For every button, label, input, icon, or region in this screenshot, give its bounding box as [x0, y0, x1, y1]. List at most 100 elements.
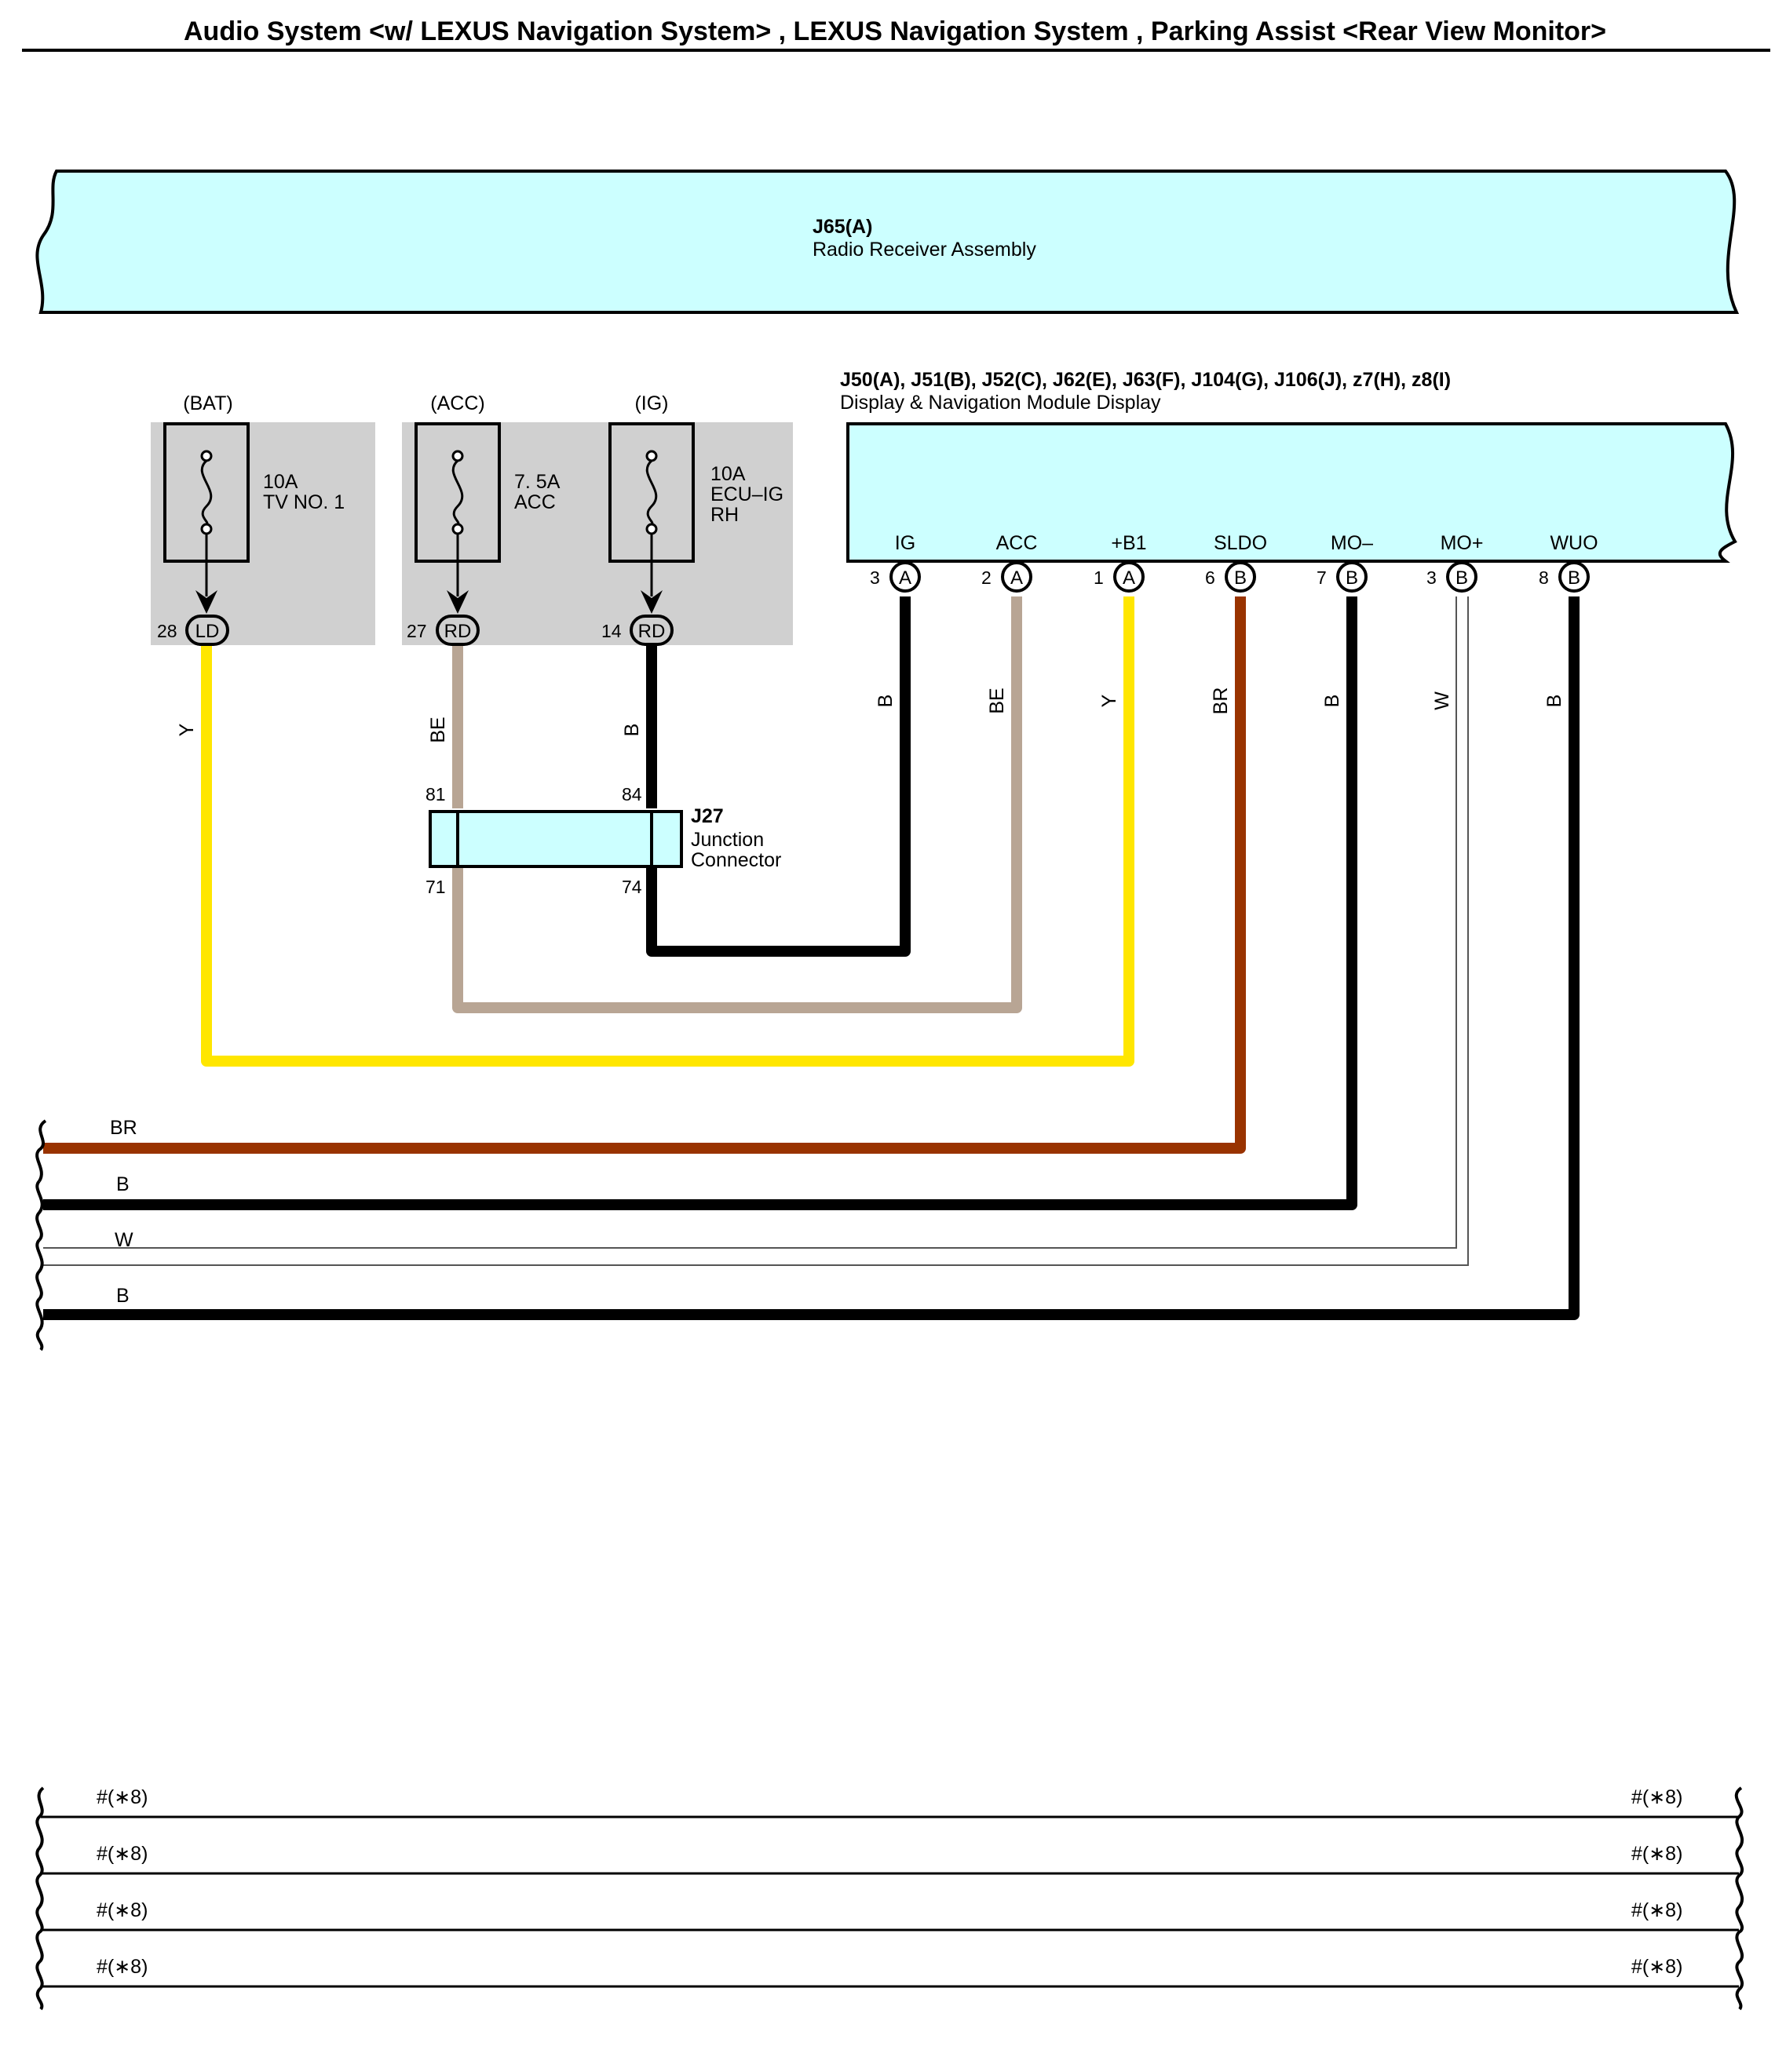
- bat-fuse-area: [151, 422, 375, 645]
- terminal-pin: 3: [1426, 567, 1437, 588]
- connector-oval: [436, 615, 480, 646]
- terminal-label: MO–: [1331, 532, 1373, 554]
- terminal-conn: B: [1568, 567, 1580, 589]
- arrow-down-icon: [641, 590, 663, 614]
- junction-pin: 84: [622, 784, 642, 804]
- fuse-rating: 7. 5A: [514, 471, 561, 493]
- terminal-label: IG: [895, 532, 915, 554]
- fuse-terminal: [645, 523, 658, 535]
- terminal-conn: A: [899, 567, 911, 589]
- junction-pin: 71: [425, 877, 446, 897]
- receiver-name: Radio Receiver Assembly: [813, 239, 1036, 261]
- junction-code: J27: [691, 805, 724, 827]
- fuse-group-ig: (IG): [634, 392, 668, 414]
- fuse-element-icon: [451, 459, 464, 526]
- terminal-wire: B: [1321, 695, 1343, 708]
- terminal-label: MO+: [1441, 532, 1484, 554]
- fuse-terminal: [200, 523, 213, 535]
- terminal-circle: [1001, 561, 1032, 593]
- display-name: Display & Navigation Module Display: [840, 392, 1161, 414]
- connector-code: RD: [444, 621, 472, 642]
- terminal-wire: Y: [1098, 694, 1120, 707]
- terminal-label: WUO: [1550, 532, 1598, 554]
- terminal-conn: A: [1010, 567, 1023, 589]
- wire-label-b: B: [116, 1285, 130, 1307]
- terminal-conn: B: [1455, 567, 1468, 589]
- terminal-circle: [1446, 561, 1477, 593]
- continuation-edge: [35, 1119, 47, 1352]
- terminal-label: SLDO: [1214, 532, 1267, 554]
- fuse-group-acc: (ACC): [430, 392, 484, 414]
- display-navigation-module: J50(A), J51(B), J52(C), J62(E), J63(F), …: [840, 369, 1737, 563]
- arrow-down-icon: [447, 590, 469, 614]
- junction-pin: 74: [622, 877, 642, 897]
- terminal-pin: 7: [1317, 567, 1327, 588]
- receiver-body: [35, 170, 1740, 314]
- bottom-label-left: #(∗8): [97, 1956, 148, 1978]
- terminal-conn: B: [1234, 567, 1247, 589]
- bottom-label-right: #(∗8): [1631, 1956, 1682, 1978]
- wire-label-b: B: [621, 724, 643, 737]
- wire-label-w: W: [115, 1229, 133, 1251]
- fuse-name: ECU–IG: [710, 483, 783, 505]
- terminal-wire: BR: [1210, 688, 1232, 715]
- junction-body: [429, 810, 683, 868]
- fuse-rating: 10A: [263, 471, 298, 493]
- radio-receiver-assembly: J65(A) Radio Receiver Assembly: [35, 170, 1740, 314]
- fuse-terminal: [200, 450, 213, 462]
- display-codes: J50(A), J51(B), J52(C), J62(E), J63(F), …: [840, 369, 1451, 391]
- wire-label-be: BE: [427, 717, 449, 742]
- continuation-edge-right: [1734, 1786, 1744, 2011]
- wire-be-lower: [452, 596, 1022, 1013]
- junction-name-line2: Connector: [691, 849, 781, 871]
- bottom-label-right: #(∗8): [1631, 1899, 1682, 1921]
- wire-w-edge: [43, 596, 1469, 1266]
- fuse-element-icon: [200, 459, 213, 526]
- fuse-element-icon: [645, 459, 658, 526]
- terminal-wire: W: [1431, 691, 1453, 710]
- fuse-terminal: [451, 450, 464, 462]
- bottom-label-right: #(∗8): [1631, 1786, 1682, 1808]
- terminal-pin: 2: [981, 567, 992, 588]
- fuse-rating: 10A: [710, 463, 746, 485]
- junction-name: Junction: [691, 829, 764, 851]
- fuse-terminal: [451, 523, 464, 535]
- display-terminals: IG 3 A B ACC 2 A BE +B1 1 A Y SLDO 6 B B…: [870, 532, 1598, 714]
- wire-b-wuo: [43, 596, 1580, 1320]
- terminal-wire: BE: [986, 688, 1008, 713]
- arrow-down-icon: [195, 590, 217, 614]
- terminal-pin: 3: [870, 567, 880, 588]
- wire-label-b: B: [116, 1173, 130, 1195]
- terminal-label: ACC: [996, 532, 1038, 554]
- junction-pin: 81: [425, 784, 446, 804]
- page-title: Audio System <w/ LEXUS Navigation System…: [184, 16, 1606, 46]
- pin-number: 28: [157, 621, 177, 641]
- wire-label-br: BR: [110, 1117, 137, 1139]
- terminal-wire: B: [875, 695, 897, 708]
- connector-oval: [185, 615, 229, 646]
- wire-w-edge: [43, 596, 1457, 1249]
- fuse-acc: 7. 5A ACC: [415, 422, 561, 614]
- wire-b-lower: [646, 596, 911, 957]
- terminal-circle: [1113, 561, 1145, 593]
- fuse-name: ACC: [514, 491, 556, 513]
- terminal-pin: 1: [1094, 567, 1104, 588]
- terminal-conn: B: [1346, 567, 1358, 589]
- pin-number: 14: [601, 621, 622, 641]
- terminal-wire: B: [1543, 695, 1565, 708]
- display-body: [846, 422, 1737, 563]
- fuse-name-line2: RH: [710, 504, 739, 526]
- terminal-conn: A: [1123, 567, 1135, 589]
- bottom-label-right: #(∗8): [1631, 1843, 1682, 1865]
- fuse-terminal: [645, 450, 658, 462]
- terminal-circle: [889, 561, 921, 593]
- receiver-code: J65(A): [813, 216, 872, 238]
- fuse-ecu-ig-rh: 10A ECU–IG RH: [608, 422, 783, 614]
- bottom-continuation: #(∗8) #(∗8) #(∗8) #(∗8) #(∗8) #(∗8) #(∗8…: [35, 1786, 1744, 2011]
- bottom-label-left: #(∗8): [97, 1843, 148, 1865]
- continuation-edge-left: [35, 1786, 45, 2011]
- terminal-pin: 8: [1539, 567, 1549, 588]
- connector-code: LD: [195, 621, 220, 642]
- connector-oval: [630, 615, 674, 646]
